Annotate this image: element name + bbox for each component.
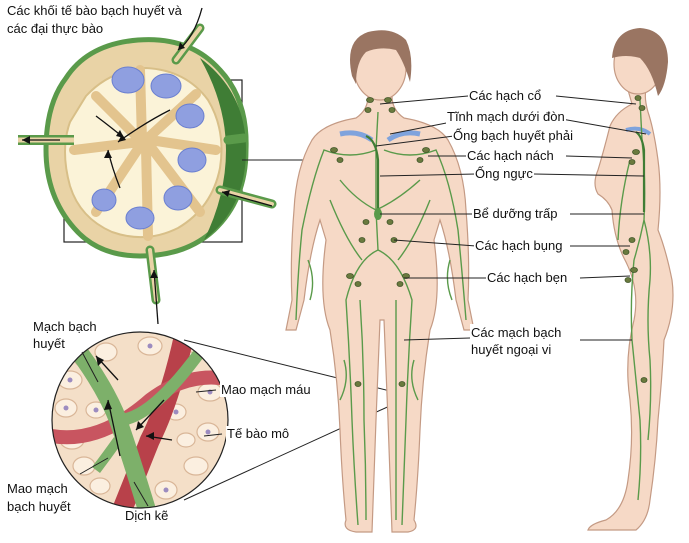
afferent-vessel — [223, 133, 249, 145]
label-subclavian-vein: Tĩnh mạch dưới đòn — [446, 109, 566, 124]
label-inguinal-nodes: Các hạch bẹn — [486, 270, 569, 285]
label-interstitial-fluid: Dịch kẽ — [125, 508, 169, 523]
lymph-capillary-branch — [117, 348, 205, 426]
label-tissue-cell: Tế bào mô — [226, 426, 291, 441]
lymph-capillary-branch — [91, 437, 123, 473]
flow-arrow — [221, 191, 273, 207]
label-lymph-node-cells: Các khối tế bào bạch huyết và các đại th… — [7, 3, 182, 36]
label-cisterna-chyli: Bể dưỡng trấp — [472, 206, 559, 221]
front-body-silhouette — [285, 95, 475, 533]
node-trabeculae — [69, 65, 221, 241]
follicle — [91, 188, 117, 212]
follicle — [177, 147, 207, 173]
label-axillary-nodes: Các hạch nách — [466, 148, 555, 163]
follicle — [111, 66, 145, 94]
follicle — [163, 185, 193, 211]
label-cervical-nodes: Các hạch cổ — [468, 88, 543, 103]
label-peripheral-vessels: Các mạch bạch huyết ngoại vi — [470, 324, 580, 358]
front-lymph-vessels — [295, 111, 467, 526]
front-cisterna-chyli — [374, 208, 382, 220]
label-abdominal-nodes: Các hạch bụng — [474, 238, 564, 253]
label-thoracic-duct: Ống ngực — [474, 166, 534, 181]
flow-arrow — [153, 269, 159, 325]
label-right-lymph-duct: Ống bạch huyết phải — [452, 128, 574, 143]
side-lymph-nodes — [622, 95, 648, 383]
label-leader-lines — [375, 95, 647, 341]
label-blood-capillary: Mao mạch máu — [220, 382, 312, 397]
side-body-silhouette — [587, 89, 674, 531]
node-follicles — [91, 66, 207, 230]
front-lymph-nodes — [330, 97, 430, 387]
label-lymph-vessel: Mạch bạch huyết — [33, 319, 97, 351]
blood-capillary-vessel — [108, 333, 194, 508]
lymph-node-cross-section — [18, 7, 318, 325]
front-hair — [350, 30, 412, 84]
detail-circle-border — [51, 331, 229, 509]
side-hair — [612, 28, 668, 96]
label-lymph-capillary: Mao mạch bạch huyết — [7, 481, 71, 514]
follicle — [175, 103, 205, 129]
follicle — [125, 206, 155, 230]
front-thoracic-duct — [365, 134, 380, 212]
side-body-figure — [587, 28, 674, 531]
side-thoracic-duct — [635, 131, 646, 212]
capillary-detail — [51, 331, 404, 509]
follicle — [150, 73, 182, 99]
front-body-figure — [285, 30, 475, 533]
flow-arrowheads — [22, 42, 230, 278]
